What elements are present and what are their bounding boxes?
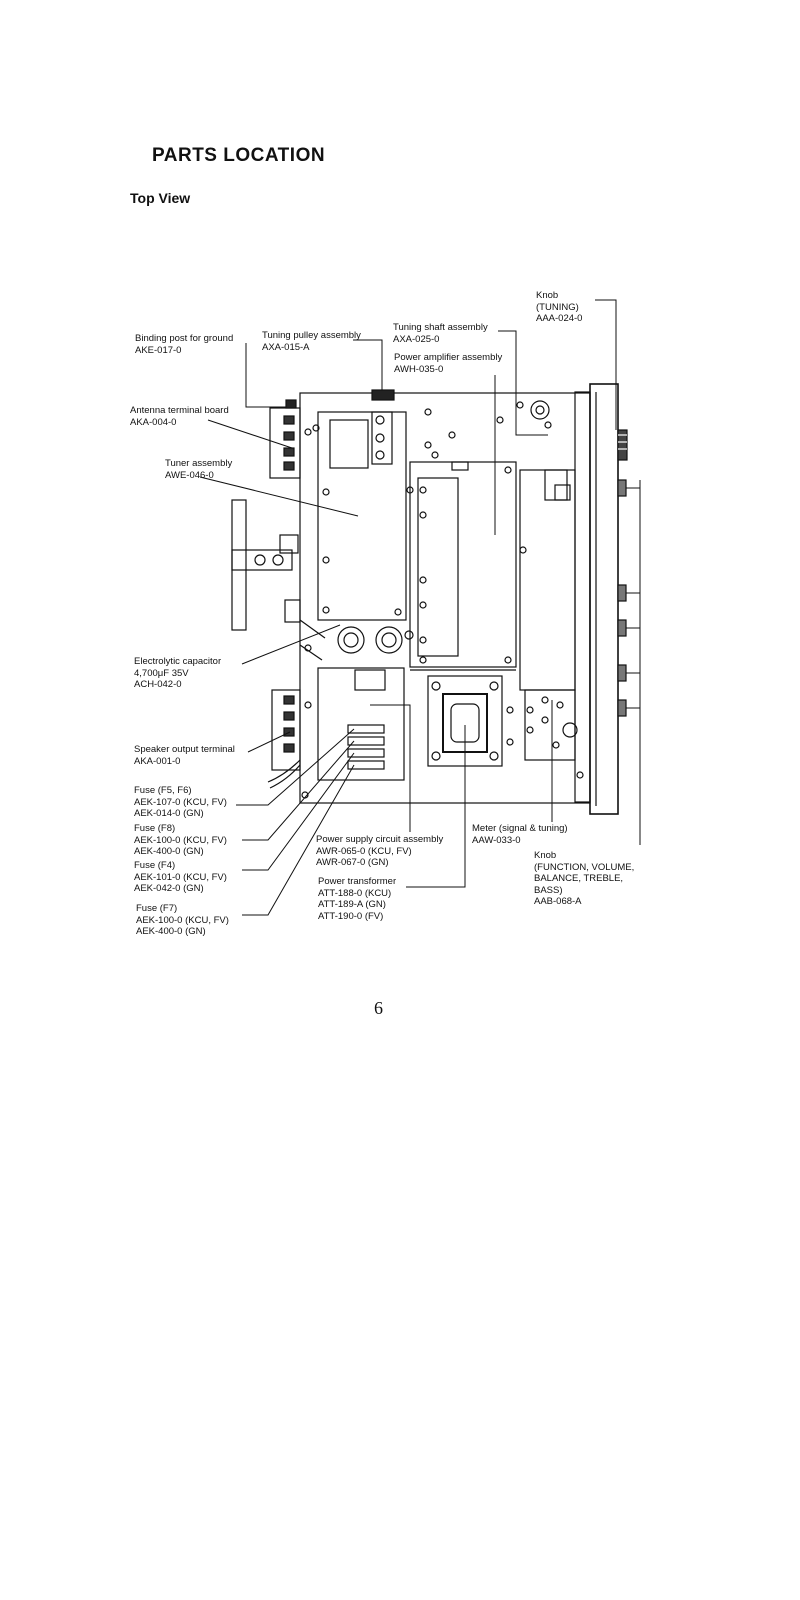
front-panel xyxy=(574,383,628,815)
chassis-outline xyxy=(299,392,591,804)
label-fuse-f5-f6: Fuse (F5, F6)AEK-107-0 (KCU, FV)AEK-014-… xyxy=(134,785,227,819)
left-side-parts xyxy=(231,399,301,789)
power-transformer xyxy=(410,669,516,767)
label-fuse-f7: Fuse (F7)AEK-100-0 (KCU, FV)AEK-400-0 (G… xyxy=(136,903,229,937)
tuning-pulley xyxy=(371,389,395,401)
page-subtitle: Top View xyxy=(130,190,191,206)
leader-lines xyxy=(199,299,641,916)
page-number: 6 xyxy=(374,998,383,1018)
label-knob-function: Knob(FUNCTION, VOLUME,BALANCE, TREBLE,BA… xyxy=(534,850,635,907)
label-fuse-f8: Fuse (F8)AEK-100-0 (KCU, FV)AEK-400-0 (G… xyxy=(134,823,227,857)
page-title: PARTS LOCATION xyxy=(152,145,326,166)
label-meter: Meter (signal & tuning)AAW-033-0 xyxy=(472,823,568,846)
psu-assembly xyxy=(317,667,405,781)
meter-board xyxy=(516,400,578,761)
electrolytic-capacitors xyxy=(337,626,414,654)
label-fuse-f4: Fuse (F4)AEK-101-0 (KCU, FV)AEK-042-0 (G… xyxy=(134,860,227,894)
tuner-assembly xyxy=(312,411,414,621)
power-amp-assembly xyxy=(409,461,517,668)
label-knob-tuning: Knob(TUNING)AAA-024-0 xyxy=(536,290,583,324)
